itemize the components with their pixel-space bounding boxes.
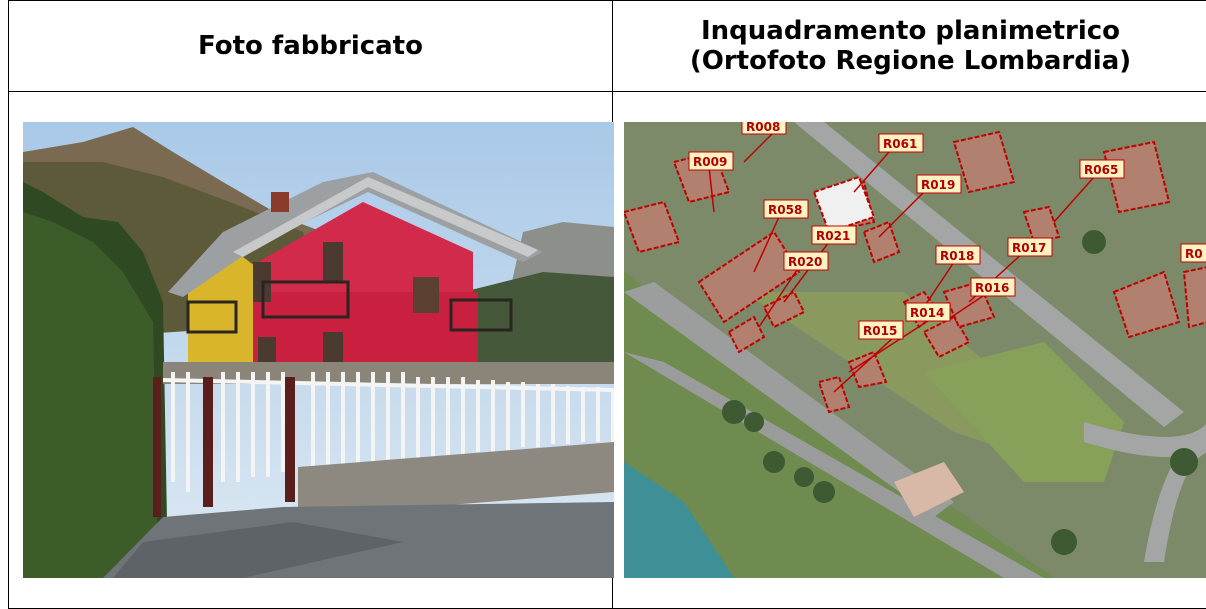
- building-photo: [23, 122, 614, 578]
- label-r058: R058: [768, 203, 802, 217]
- label-r015: R015: [863, 324, 897, 338]
- header-map-framing: Inquadramento planimetrico (Ortofoto Reg…: [612, 0, 1206, 92]
- content-row: R009 R008 R061 R019 R065 R058: [8, 91, 1206, 609]
- header-photo-building: Foto fabbricato: [8, 0, 613, 92]
- header-left-text: Foto fabbricato: [198, 31, 423, 61]
- label-r021: R021: [816, 229, 850, 243]
- label-r0-partial: R0: [1185, 247, 1203, 261]
- photo-cell: [8, 91, 614, 609]
- header-right-line1: Inquadramento planimetrico: [700, 16, 1121, 46]
- label-r017: R017: [1012, 241, 1046, 255]
- map-cell: R009 R008 R061 R019 R065 R058: [612, 91, 1206, 609]
- label-r061: R061: [883, 137, 917, 151]
- map-labels: R009 R008 R061 R019 R065 R058: [688, 122, 1206, 340]
- header-row: Foto fabbricato Inquadramento planimetri…: [8, 0, 1206, 92]
- document-table: Foto fabbricato Inquadramento planimetri…: [8, 0, 1206, 609]
- label-r019: R019: [921, 178, 955, 192]
- orthophoto-map: R009 R008 R061 R019 R065 R058: [624, 122, 1206, 578]
- label-r020: R020: [788, 255, 822, 269]
- label-r009: R009: [693, 155, 727, 169]
- label-r016: R016: [975, 281, 1009, 295]
- header-right-line2: (Ortofoto Regione Lombardia): [689, 46, 1132, 76]
- label-r018: R018: [940, 249, 974, 263]
- label-r065: R065: [1084, 163, 1118, 177]
- label-r008: R008: [746, 122, 780, 134]
- label-r014: R014: [910, 306, 944, 320]
